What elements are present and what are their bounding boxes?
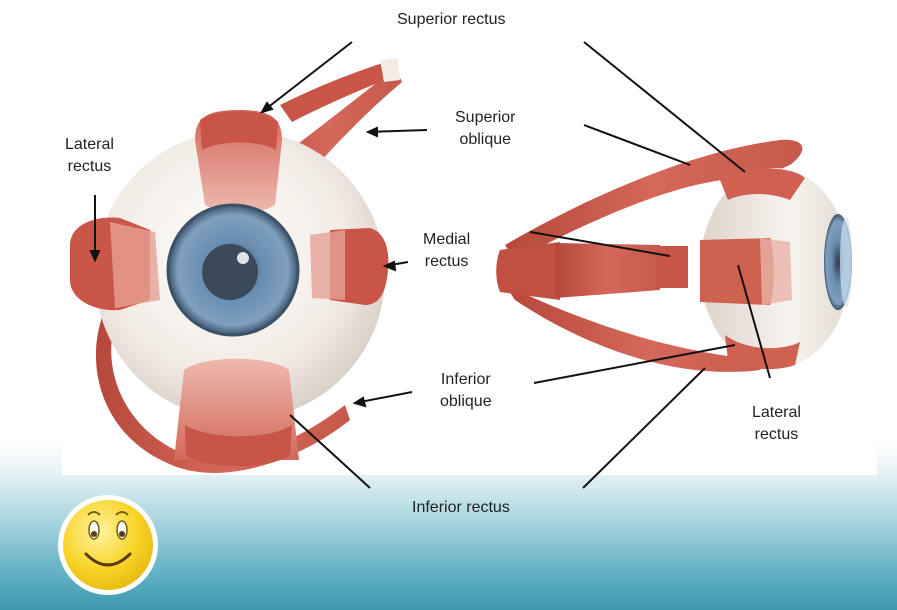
muscle-apex-bundle <box>496 242 560 300</box>
left-pupil <box>202 244 258 300</box>
label-superior-rectus: Superior rectus <box>397 9 506 31</box>
label-inferior-rectus: Inferior rectus <box>412 497 510 519</box>
label-medial-rectus: Medial rectus <box>423 229 470 273</box>
smiley-face-icon <box>58 495 158 595</box>
label-inferior-oblique: Inferior oblique <box>440 369 492 413</box>
label-lateral-rectus-left: Lateral rectus <box>65 134 114 178</box>
label-lateral-rectus-right: Lateral rectus <box>752 402 801 446</box>
label-superior-oblique: Superior oblique <box>455 107 515 151</box>
